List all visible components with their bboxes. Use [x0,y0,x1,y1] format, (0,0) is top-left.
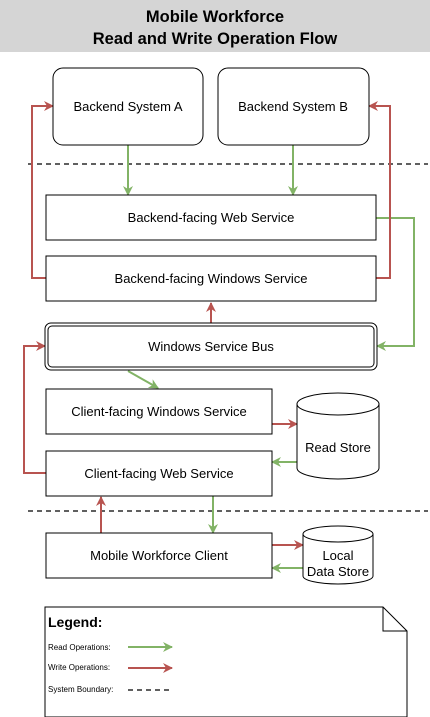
legend-boundary-label: System Boundary: [48,685,113,694]
backend-windows-service-box: Backend-facing Windows Service [45,255,377,302]
service-bus-box: Windows Service Bus [44,322,378,371]
backend-web-service-label: Backend-facing Web Service [128,210,295,225]
backend-system-b-label: Backend System B [238,99,348,114]
client-web-service-label: Client-facing Web Service [84,466,233,481]
write-arrow-web-to-bus [23,341,46,474]
write-arrow-to-backend-a [31,101,54,279]
mobile-client-box: Mobile Workforce Client [45,532,273,579]
read-store-cylinder: Read Store [296,392,380,480]
client-windows-service-box: Client-facing Windows Service [45,388,273,435]
client-windows-service-label: Client-facing Windows Service [71,404,247,419]
legend-title: Legend: [48,614,102,630]
local-data-store-label-2: Data Store [307,564,369,579]
read-arrow-bus-to-client-ws [127,370,159,389]
backend-system-b-box: Backend System B [217,67,370,146]
legend-read-label: Read Operations: [48,643,111,652]
write-arrow-to-backend-b [368,101,391,279]
legend: Legend: Read Operations: Write Operation… [44,606,408,717]
legend-write-label: Write Operations: [48,663,110,672]
local-data-store-label-1: Local [322,548,353,563]
backend-web-service-box: Backend-facing Web Service [45,194,377,241]
backend-system-a-label: Backend System A [73,99,182,114]
title-line-2: Read and Write Operation Flow [93,30,338,48]
backend-system-a-box: Backend System A [52,67,204,146]
title-header [0,0,430,52]
local-data-store-cylinder: Local Data Store [302,525,374,585]
mobile-client-label: Mobile Workforce Client [90,548,228,563]
read-arrow-web-to-bus [376,217,415,351]
client-web-service-box: Client-facing Web Service [45,450,273,497]
backend-windows-service-label: Backend-facing Windows Service [115,271,308,286]
service-bus-label: Windows Service Bus [148,339,274,354]
read-store-label: Read Store [305,440,371,455]
title-line-1: Mobile Workforce [146,8,284,26]
